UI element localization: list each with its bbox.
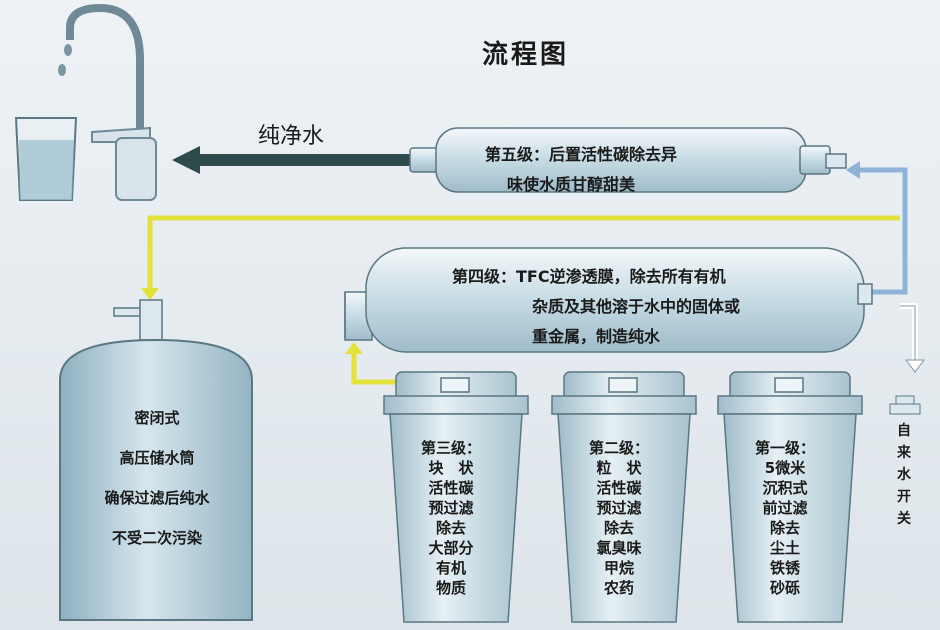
tap-char: 来 <box>897 445 911 461</box>
storage-tank <box>59 299 253 621</box>
stage1-line: 第一级： <box>754 439 815 457</box>
tap-water-label: 自 来 水 开 关 <box>892 420 916 530</box>
stage1-line: 沉积式 <box>762 479 808 497</box>
stage1-line: 5微米 <box>764 459 806 477</box>
stage3-line: 有机 <box>435 559 466 577</box>
stage2-line: 氯臭味 <box>596 539 642 557</box>
stage3-text: 第三级： 块 状 活性碳 预过滤 除去 大部分 有机 物质 <box>396 438 506 598</box>
stage1-line: 前过滤 <box>762 499 808 517</box>
stage3-line: 物质 <box>435 579 466 597</box>
stage2-line: 粒 状 <box>596 459 642 477</box>
faucet-icon <box>58 3 157 201</box>
stage3-line: 块 状 <box>428 459 474 477</box>
stage2-line: 除去 <box>603 519 634 537</box>
pure-water-label: 纯净水 <box>258 124 325 149</box>
stage2-text: 第二级： 粒 状 活性碳 预过滤 除去 氯臭味 甲烷 农药 <box>564 438 674 598</box>
stage1-cup <box>717 371 863 623</box>
stage1-line: 铁锈 <box>769 559 800 577</box>
pure-water-arrow <box>172 146 424 174</box>
stage5-filter <box>409 127 847 193</box>
yellow-pipe-stage3 <box>351 352 396 385</box>
stage4-line2: 杂质及其他溶于水中的固体或 <box>532 297 741 316</box>
stage3-line: 除去 <box>435 519 466 537</box>
stage3-line: 活性碳 <box>428 479 474 497</box>
tap-char: 自 <box>897 423 911 439</box>
tap-char: 关 <box>897 511 911 527</box>
stage4-line3: 重金属，制造纯水 <box>532 327 661 346</box>
stage1-text: 第一级： 5微米 沉积式 前过滤 除去 尘土 铁锈 砂砾 <box>730 438 840 598</box>
stage4-text: 第四级：TFC逆渗透膜，除去所有有机 杂质及其他溶于水中的固体或 重金属，制造纯… <box>452 262 740 352</box>
stage2-line: 第二级： <box>588 439 649 457</box>
blue-pipe <box>858 167 908 295</box>
tank-line: 不受二次污染 <box>111 529 202 547</box>
stage2-line: 甲烷 <box>603 559 634 577</box>
stage1-line: 除去 <box>769 519 800 537</box>
stage1-line: 尘土 <box>769 539 800 557</box>
tank-line: 密闭式 <box>134 409 180 427</box>
stage5-line1: 第五级：后置活性碳除去异 <box>485 145 678 164</box>
yellow-pipe-tank <box>147 215 900 290</box>
stage2-line: 活性碳 <box>596 479 642 497</box>
stage2-line: 农药 <box>603 579 634 597</box>
glass-icon <box>14 117 78 201</box>
stage4-filter <box>344 247 873 353</box>
stage3-line: 大部分 <box>428 539 474 557</box>
stage2-line: 预过滤 <box>596 499 642 517</box>
tank-line: 确保过滤后纯水 <box>104 489 210 507</box>
tap-char: 开 <box>897 489 911 505</box>
stage2-cup <box>551 371 697 623</box>
tank-line: 高压储水筒 <box>119 449 195 467</box>
stage3-line: 第三级： <box>420 439 481 457</box>
tap-char: 水 <box>897 467 911 483</box>
stage1-line: 砂砾 <box>769 579 800 597</box>
diagram-title: 流程图 <box>482 40 570 70</box>
tap-valve-icon <box>889 395 921 415</box>
stage4-line1: 第四级：TFC逆渗透膜，除去所有有机 <box>452 267 726 286</box>
stage5-line2: 味使水质甘醇甜美 <box>507 175 636 194</box>
stage3-cup <box>383 371 529 623</box>
stage3-line: 预过滤 <box>428 499 474 517</box>
stage5-text: 第五级：后置活性碳除去异 味使水质甘醇甜美 <box>485 140 677 200</box>
tank-text: 密闭式 高压储水筒 确保过滤后纯水 不受二次污染 <box>62 398 252 558</box>
